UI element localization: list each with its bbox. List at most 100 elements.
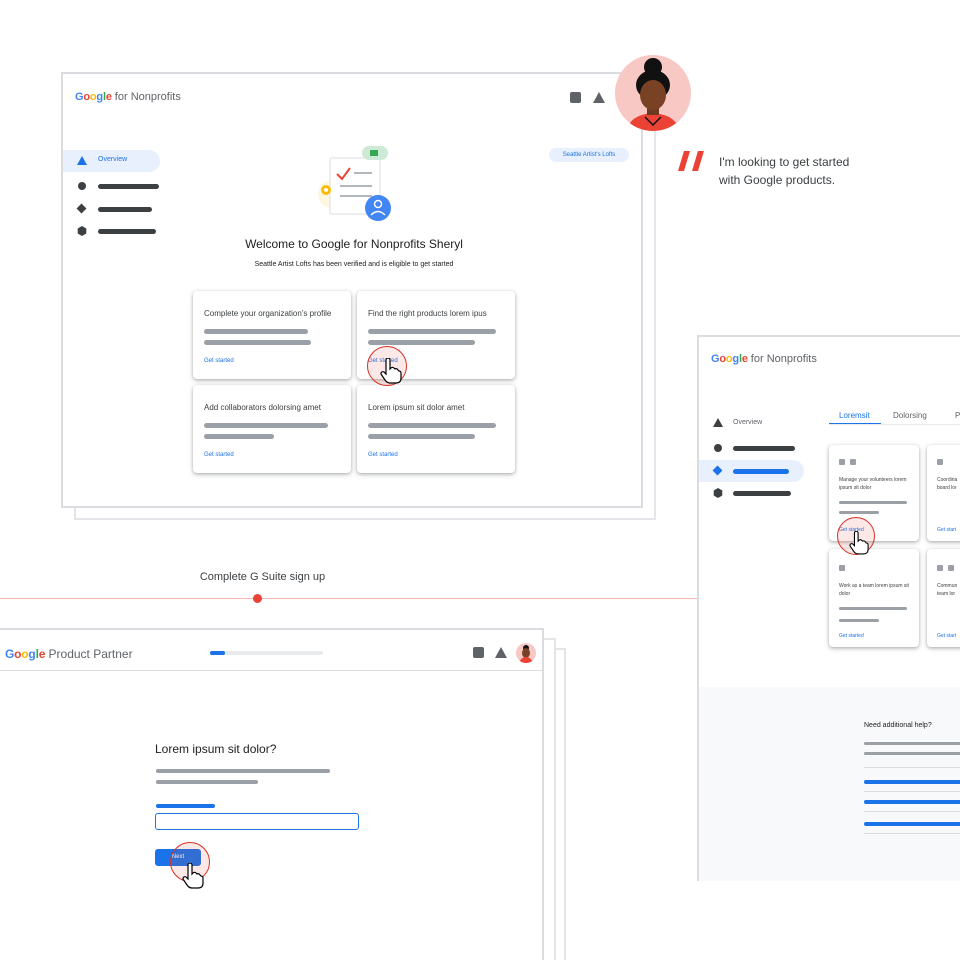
progress-track: [210, 651, 323, 655]
tab-loremsit[interactable]: Loremsit: [839, 411, 870, 420]
get-started-link[interactable]: Get start: [937, 527, 957, 533]
brand-suffix: for Nonprofits: [114, 91, 181, 103]
tab-active-indicator: [829, 423, 881, 425]
card-title: Manage your volunteers lorem ipsum sit d…: [839, 477, 907, 491]
sidebar-item-label: Overview: [733, 419, 763, 426]
sidebar-item-overview[interactable]: Overview: [699, 415, 804, 431]
sidebar-item-hexagon[interactable]: [699, 485, 804, 501]
card-placeholder-bar: [204, 329, 308, 334]
card-add-collaborators[interactable]: Add collaborators dolorsing amet Get sta…: [193, 385, 351, 473]
dot-icon: [937, 565, 943, 571]
card-placeholder-bar: [204, 423, 328, 428]
sidebar-item-circle[interactable]: [699, 440, 804, 456]
hexagon-icon: [77, 226, 87, 236]
card-placeholder-bar: [839, 501, 907, 504]
sidebar-placeholder-bar: [733, 491, 791, 496]
get-started-link[interactable]: Get started: [204, 358, 234, 364]
diamond-icon: [712, 465, 723, 476]
get-started-link[interactable]: Get started: [368, 452, 398, 458]
card-work-as-team[interactable]: Work as a team lorem ipsum sit dolor Get…: [829, 549, 919, 647]
avatar[interactable]: [516, 643, 536, 663]
nonprofits-window: Google for Nonprofits Overview Seattle A…: [61, 72, 643, 508]
card-complete-profile[interactable]: Complete your organization's profile Get…: [193, 291, 351, 379]
card-placeholder-bar: [368, 329, 496, 334]
card-communicate-team[interactable]: Commun team lor Get start: [927, 549, 960, 647]
help-divider: [864, 811, 960, 812]
help-placeholder-bar: [864, 752, 960, 755]
sidebar-placeholder-bar: [98, 207, 152, 212]
help-divider: [864, 833, 960, 834]
triangle-icon[interactable]: [495, 647, 507, 658]
card-title: Work as a team lorem ipsum sit dolor: [839, 583, 909, 597]
card-placeholder-bar: [204, 434, 274, 439]
welcome-title: Welcome to Google for Nonprofits Sheryl: [245, 237, 463, 251]
sidebar-item-diamond[interactable]: [63, 201, 160, 217]
sidebar-placeholder-bar: [98, 229, 156, 234]
card-placeholder-bar: [368, 340, 475, 345]
tab-dolorsing[interactable]: Dolorsing: [893, 411, 927, 420]
product-partner-window: Google Product Partner Lorem ipsum sit d…: [0, 628, 544, 960]
org-chip[interactable]: Seattle Artist's Lofts: [549, 148, 629, 162]
card-title: Lorem ipsum sit dolor amet: [368, 403, 465, 412]
sidebar-item-hexagon[interactable]: [63, 223, 160, 239]
card-placeholder-bar: [839, 607, 907, 610]
card-placeholder-bar: [839, 511, 879, 514]
question-title: Lorem ipsum sit dolor?: [155, 742, 277, 756]
circle-icon: [714, 444, 722, 452]
dot-icon: [839, 565, 845, 571]
sidebar-placeholder-bar: [98, 184, 159, 189]
card-coordinate-board[interactable]: Coordina board lor Get start: [927, 445, 960, 541]
quote-line: with Google products.: [719, 173, 836, 187]
help-placeholder-bar: [864, 742, 960, 745]
brand-suffix: for Nonprofits: [750, 353, 817, 365]
avatar: [615, 55, 691, 131]
question-placeholder-bar: [156, 780, 258, 784]
tabs-divider: [829, 424, 960, 425]
help-section: Need additional help?: [699, 687, 960, 881]
welcome-illustration: [318, 146, 391, 221]
progress-fill: [210, 651, 225, 655]
card-title: Commun team lor: [937, 583, 958, 597]
sidebar-item-diamond[interactable]: [699, 460, 804, 482]
card-lorem-ipsum[interactable]: Lorem ipsum sit dolor amet Get started: [357, 385, 515, 473]
google-wordmark: Google: [711, 353, 748, 365]
timeline-dot: [253, 594, 262, 603]
google-wordmark: Google: [75, 91, 112, 103]
welcome-subtitle: Seattle Artist Lofts has been verified a…: [254, 261, 454, 268]
help-link-bar[interactable]: [864, 822, 960, 826]
get-started-link[interactable]: Get started: [204, 452, 234, 458]
square-icon[interactable]: [473, 647, 484, 658]
brand-logo: Google for Nonprofits: [711, 353, 817, 365]
sidebar-placeholder-bar: [733, 446, 795, 451]
timeline-step-label: Complete G Suite sign up: [199, 571, 326, 583]
header-divider: [0, 670, 542, 671]
help-divider: [864, 791, 960, 792]
hand-pointer-icon: [849, 531, 869, 555]
card-placeholder-bar: [839, 619, 879, 622]
triangle-icon[interactable]: [593, 92, 605, 103]
brand-suffix: Product Partner: [48, 647, 133, 661]
get-started-link[interactable]: Get start: [937, 633, 957, 639]
person-illustration: [519, 645, 533, 663]
sidebar-item-circle[interactable]: [63, 178, 160, 194]
person-illustration: [627, 58, 679, 131]
hand-pointer-icon: [380, 358, 402, 384]
answer-input[interactable]: [155, 813, 359, 830]
brand-logo: Google for Nonprofits: [75, 91, 181, 103]
square-icon[interactable]: [570, 92, 581, 103]
dot-icon: [850, 459, 856, 465]
nonprofits-window-right: Google for Nonprofits Overview Loremsit …: [697, 335, 960, 881]
google-wordmark: Google: [5, 647, 46, 661]
help-link-bar[interactable]: [864, 800, 960, 804]
dot-icon: [839, 459, 845, 465]
sidebar-item-overview[interactable]: Overview: [63, 150, 160, 172]
triangle-icon: [77, 156, 87, 165]
tab-partial[interactable]: P: [955, 411, 960, 420]
card-title: Complete your organization's profile: [204, 309, 332, 318]
card-title: Find the right products lorem ipus: [368, 309, 487, 318]
quote-stroke: [678, 151, 690, 171]
field-label-bar: [156, 804, 215, 808]
card-placeholder-bar: [204, 340, 311, 345]
help-link-bar[interactable]: [864, 780, 960, 784]
get-started-link[interactable]: Get started: [839, 633, 864, 639]
